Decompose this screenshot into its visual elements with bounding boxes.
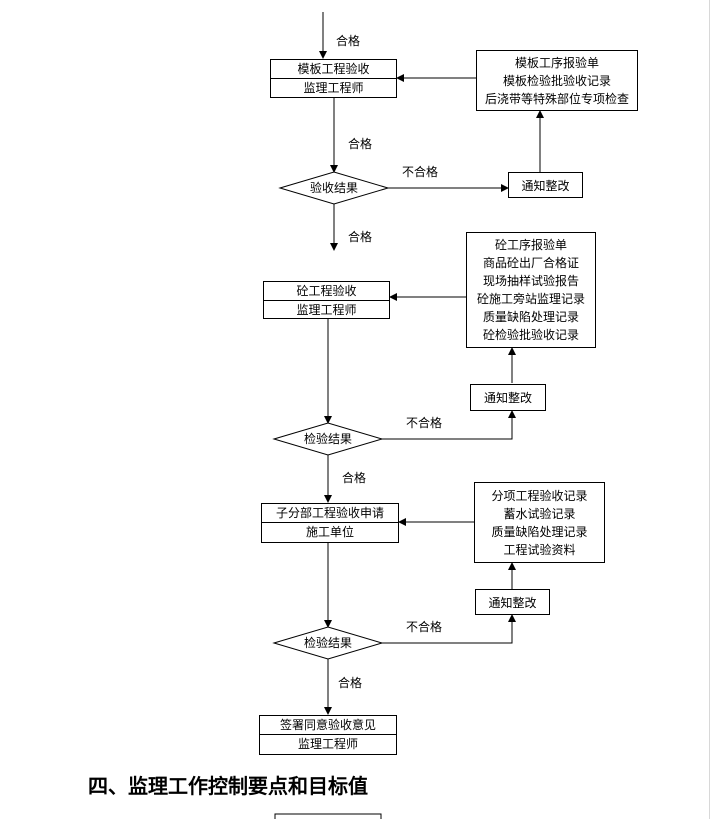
stage3-doc-2: 蓄水试验记录 [503, 506, 576, 521]
decision-label-2: 检验结果 [303, 432, 352, 446]
stage1-docs-box: 模板工序报验单 模板检验批验收记录 后浇带等特殊部位专项检查 [476, 50, 638, 111]
fail-label-1: 不合格 [402, 165, 439, 179]
stage1-title: 模板工程验收 [297, 62, 370, 76]
stage3-docs-box: 分项工程验收记录 蓄水试验记录 质量缺陷处理记录 工程试验资料 [474, 482, 605, 563]
stage1-role: 监理工程师 [271, 78, 396, 97]
stage3-doc-4: 工程试验资料 [503, 542, 576, 557]
final-box: 签署同意验收意见 监理工程师 [259, 715, 397, 755]
stage3-doc-3: 质量缺陷处理记录 [491, 524, 588, 539]
arrow-fail-to-notify-3 [382, 614, 516, 644]
notify-box-1: 通知整改 [508, 172, 583, 198]
stage3-role: 施工单位 [262, 522, 398, 541]
fail-label-2: 不合格 [406, 416, 443, 430]
stage3-doc-1: 分项工程验收记录 [491, 488, 588, 503]
stage1-doc-2: 模板检验批验收记录 [502, 73, 611, 88]
stage2-doc-6: 砼检验批验收记录 [482, 328, 579, 342]
pass-label-entry: 合格 [336, 34, 361, 48]
stage2-title: 砼工程验收 [296, 284, 357, 298]
section-heading: 四、监理工作控制要点和目标值 [88, 774, 368, 798]
arrow-fail-to-notify-2 [382, 410, 516, 440]
stage2-docs-box: 砼工序报验单 商品砼出厂合格证 现场抽样试验报告 砼施工旁站监理记录 质量缺陷处… [466, 232, 596, 348]
decision-label-3: 检验结果 [303, 636, 352, 650]
pass-label-2: 合格 [342, 471, 367, 485]
stage3-title: 子分部工程验收申请 [275, 506, 384, 520]
notify-box-2: 通知整改 [470, 384, 546, 411]
decision-label-1: 验收结果 [309, 181, 358, 195]
stage3-box: 子分部工程验收申请 施工单位 [261, 503, 399, 543]
stage2-doc-3: 现场抽样试验报告 [482, 274, 579, 288]
final-title: 签署同意验收意见 [279, 718, 376, 732]
stage2-doc-2: 商品砼出厂合格证 [482, 256, 579, 270]
stage2-doc-1: 砼工序报验单 [494, 238, 567, 252]
stage2-box: 砼工程验收 监理工程师 [263, 281, 390, 319]
final-role: 监理工程师 [260, 734, 396, 753]
stage2-role: 监理工程师 [264, 300, 389, 319]
stage1-doc-3: 后浇带等特殊部位专项检查 [484, 91, 629, 106]
fail-label-3: 不合格 [406, 620, 443, 634]
stage2-doc-4: 砼施工旁站监理记录 [476, 292, 585, 306]
page-edge-rule [709, 0, 710, 819]
next-box-top [274, 813, 382, 819]
stage1-box: 模板工程验收 监理工程师 [270, 59, 397, 98]
notify-box-3: 通知整改 [475, 589, 550, 615]
pass-label-1b: 合格 [348, 230, 373, 244]
stage1-doc-1: 模板工序报验单 [514, 55, 599, 70]
pass-label-3: 合格 [338, 676, 363, 690]
stage2-doc-5: 质量缺陷处理记录 [482, 310, 579, 324]
pass-label-1: 合格 [348, 137, 373, 151]
